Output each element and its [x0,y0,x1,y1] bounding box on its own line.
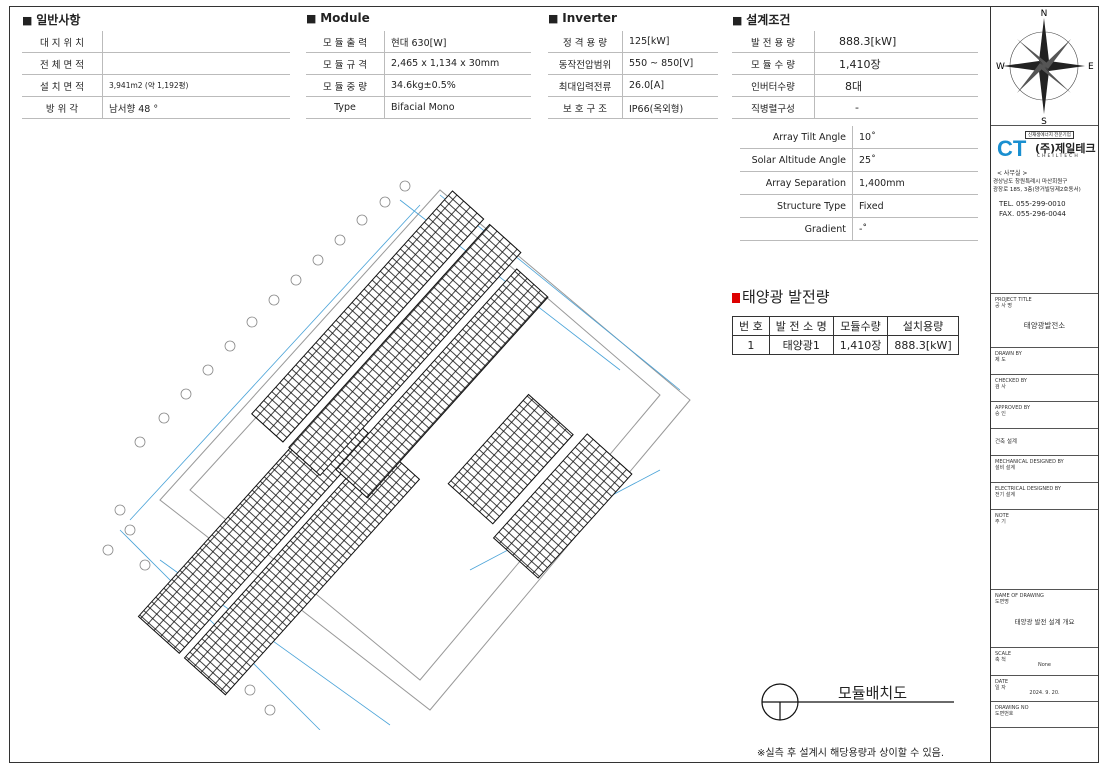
project-cell: PROJECT TITLE 공 사 명 태양광발전소 [991,294,1098,348]
reference-circles [102,180,411,716]
table-row: 직병렬구성- [732,96,978,119]
results-title: 태양광 발전량 [732,286,830,307]
compass-cell: N S W E [991,6,1098,127]
results-table: 번 호 발 전 소 명 모듈수량 설치용량 1 태양광1 1,410장 888.… [732,316,959,355]
drawn-cell: DRAWN BY 제 도 [991,348,1098,375]
drawing-name-cell: NAME OF DRAWING 도면명 태양광 발전 설계 개요 [991,590,1098,648]
checked-cell: CHECKED BY 검 사 [991,375,1098,402]
module-layout-plan [102,180,691,730]
table-row: 대 지 위 치 [22,31,290,53]
section-symbol-icon [761,683,954,721]
mech-cell: MECHANICAL DESIGNED BY 설비 설계 [991,456,1098,483]
svg-text:S: S [1041,117,1047,126]
table-row: 1 태양광1 1,410장 888.3[kW] [732,335,959,355]
address-line-1: 경상남도 창원특례시 마산회원구 [993,179,1068,185]
fax: FAX. 055-296-0044 [999,210,1067,218]
design-title: 설계조건 [732,11,790,28]
company-logo: CT [997,136,1027,161]
module-title: Module [306,11,370,25]
office-label: < 사무실 > [997,170,1028,177]
company-name: (주)제일테크 [1035,142,1096,155]
elec-cell: ELECTRICAL DESIGNED BY 전기 설계 [991,483,1098,510]
svg-text:E: E [1088,62,1094,72]
date-cell: DATE 일 자 2024. 9. 20. [991,676,1098,702]
footer-note: ※실측 후 설계시 해당용량과 상이할 수 있음. [757,748,945,759]
inverter-title: Inverter [548,11,617,25]
compass-icon: N S W E [996,9,1094,127]
tel: TEL. 055-299-0010 [999,200,1066,208]
address-line-2: 광장로 185, 3층(양거빌딩제2호동서) [993,187,1081,193]
general-title: 일반사항 [22,11,80,28]
note-cell: NOTE 주 기 [991,510,1098,590]
company-cell: 신재생에너지 전문기업 CT (주)제일테크 CHEILTECH < 사무실 >… [991,126,1098,294]
svg-text:W: W [996,62,1005,72]
drawing-frame [9,6,1099,763]
table-header-row: 번 호 발 전 소 명 모듈수량 설치용량 [732,316,959,336]
table-row: 전 체 면 적 [22,52,290,75]
arch-cell: 건축 설계 [991,429,1098,456]
company-badge: 신재생에너지 전문기업 [1025,131,1074,139]
pv-array-right [447,393,633,579]
red-marker-icon [732,293,740,303]
plan-title: 모듈배치도 [838,684,908,702]
title-block: N S W E 신재생에너지 전문기업 CT (주)제일테크 CHEILTECH… [990,6,1099,763]
company-name-en: CHEILTECH [1037,154,1080,159]
drawing-no-cell: DRAWING NO 도면번호 [991,702,1098,728]
scale-cell: SCALE 축 척 None [991,648,1098,676]
svg-text:N: N [1041,9,1048,19]
pv-array-upper [251,190,549,499]
table-row: Gradient-˚ [740,217,978,241]
approved-cell: APPROVED BY 승 인 [991,402,1098,429]
